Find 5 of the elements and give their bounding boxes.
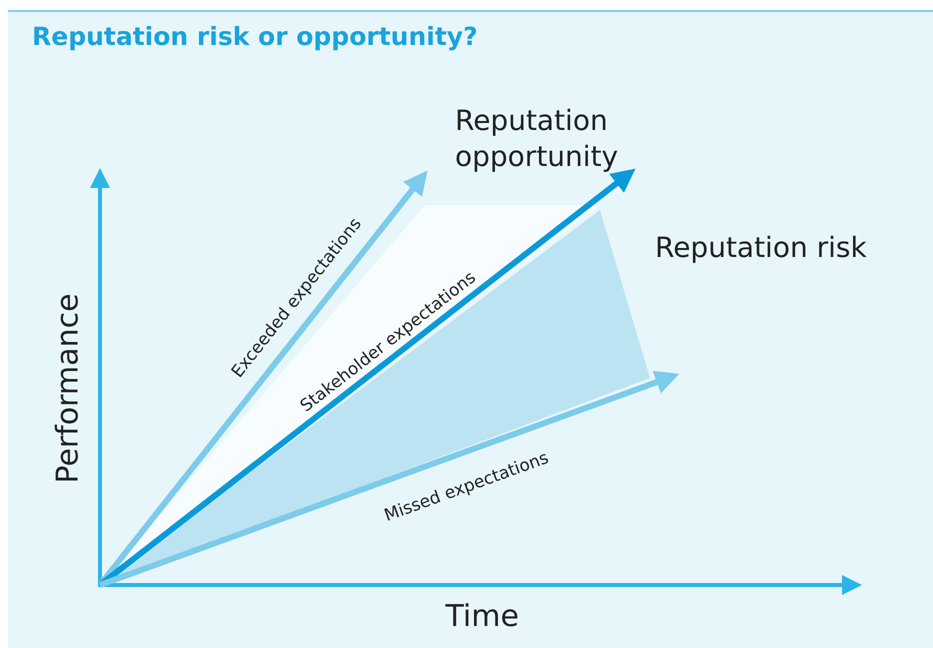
axis-title: Time <box>446 598 519 634</box>
axis-title: Performance <box>50 292 86 484</box>
region-label: Reputation opportunity <box>455 103 620 176</box>
region-label: Reputation risk <box>655 230 868 266</box>
diagram-title: Reputation risk or opportunity? <box>32 22 478 51</box>
